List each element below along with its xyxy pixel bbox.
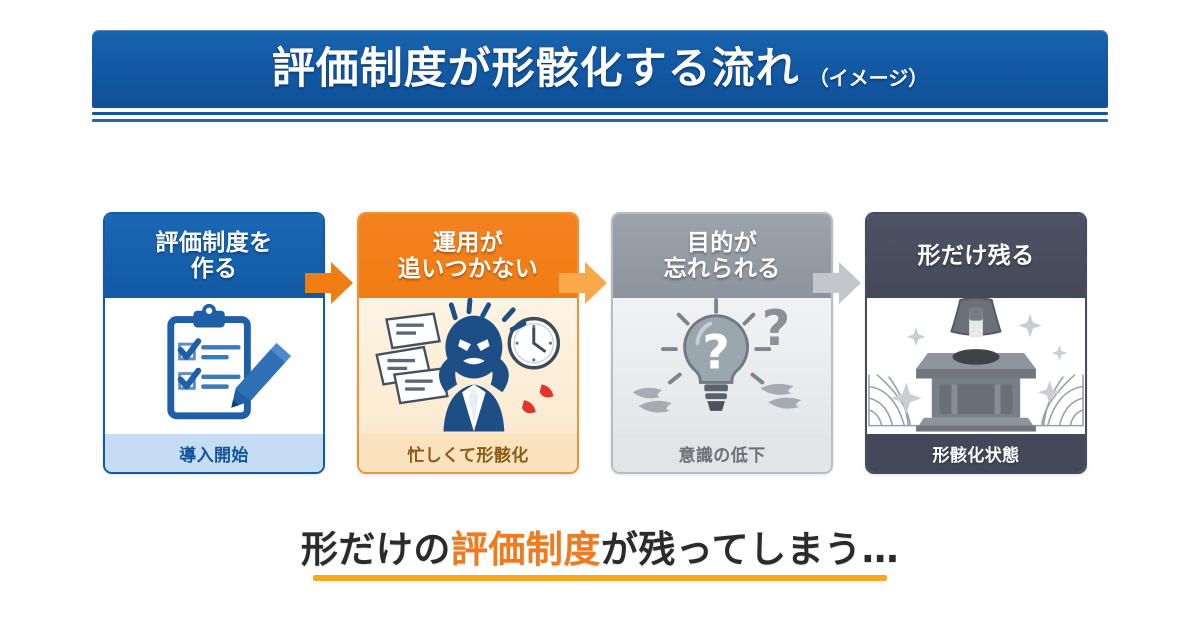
banner-divider-line-bottom xyxy=(92,119,1108,122)
right-arrow-icon xyxy=(813,262,861,304)
summary-caption: 形だけの評価制度が残ってしまう… xyxy=(0,528,1200,582)
summary-caption-underline xyxy=(312,575,888,582)
summary-caption-highlight: 評価制度 xyxy=(450,528,601,571)
flow-step-2-illustration xyxy=(359,298,577,434)
flow-step-2-footer-label: 忙しくて形骸化 xyxy=(359,434,577,472)
flow-step-3-header: 目的が 忘れられる xyxy=(613,214,831,298)
summary-caption-part1: 形だけの xyxy=(300,528,451,571)
flow-step-card-2[interactable]: 運用が 追いつかない xyxy=(357,212,579,474)
flow-step-1-illustration xyxy=(105,298,323,434)
lightbulb-question-mark-icon: ? ? xyxy=(632,298,802,413)
clipboard-checklist-pencil-icon xyxy=(167,303,292,420)
flow-step-4-header-line1: 形だけ残る xyxy=(917,242,1035,269)
svg-text:?: ? xyxy=(762,299,790,357)
flow-step-1-footer-label: 導入開始 xyxy=(105,434,323,472)
page-title-note: （イメージ） xyxy=(808,65,929,90)
flow-step-4-header: 形だけ残る xyxy=(867,214,1085,298)
flow-step-card-4[interactable]: 形だけ残る xyxy=(865,212,1087,474)
flow-step-1-header: 評価制度を 作る xyxy=(105,214,323,298)
summary-caption-text: 形だけの評価制度が残ってしまう… xyxy=(300,528,900,582)
flow-step-3-header-line2: 忘れられる xyxy=(663,256,781,282)
svg-text:?: ? xyxy=(702,326,729,381)
flow-step-4-illustration xyxy=(867,298,1085,434)
flow-step-4-footer-label: 形骸化状態 xyxy=(867,434,1085,472)
flow-step-2-header: 運用が 追いつかない xyxy=(359,214,577,298)
right-arrow-icon xyxy=(305,262,353,304)
flow-step-card-1[interactable]: 評価制度を 作る xyxy=(103,212,325,474)
right-arrow-icon xyxy=(559,262,607,304)
flow-step-2-header-line1: 運用が xyxy=(432,229,504,256)
arrow-step1-to-step2 xyxy=(305,260,353,306)
banner-divider-line-top xyxy=(92,112,1108,115)
arrow-step2-to-step3 xyxy=(559,260,607,306)
flow-step-card-3[interactable]: 目的が 忘れられる xyxy=(611,212,833,474)
header-banner: 評価制度が形骸化する流れ （イメージ） xyxy=(92,30,1108,108)
flow-step-2-header-line2: 追いつかない xyxy=(397,256,539,282)
header-banner-bar: 評価制度が形骸化する流れ （イメージ） xyxy=(92,30,1108,108)
flow-step-3-footer-label: 意識の低下 xyxy=(613,434,831,472)
flow-diagram: 評価制度を 作る xyxy=(0,212,1200,480)
summary-caption-part2: が残ってしまう… xyxy=(600,528,900,571)
flow-step-1-header-line2: 作る xyxy=(190,256,238,282)
flow-step-3-header-line1: 目的が xyxy=(686,229,758,256)
stressed-businessman-papers-clock-icon xyxy=(375,298,561,432)
dusty-stamp-pedestal-cobweb-icon xyxy=(868,298,1084,432)
flow-step-3-illustration: ? ? xyxy=(613,298,831,434)
flow-step-1-header-line1: 評価制度を xyxy=(155,229,273,256)
page-title: 評価制度が形骸化する流れ xyxy=(271,43,800,94)
arrow-step3-to-step4 xyxy=(813,260,861,306)
